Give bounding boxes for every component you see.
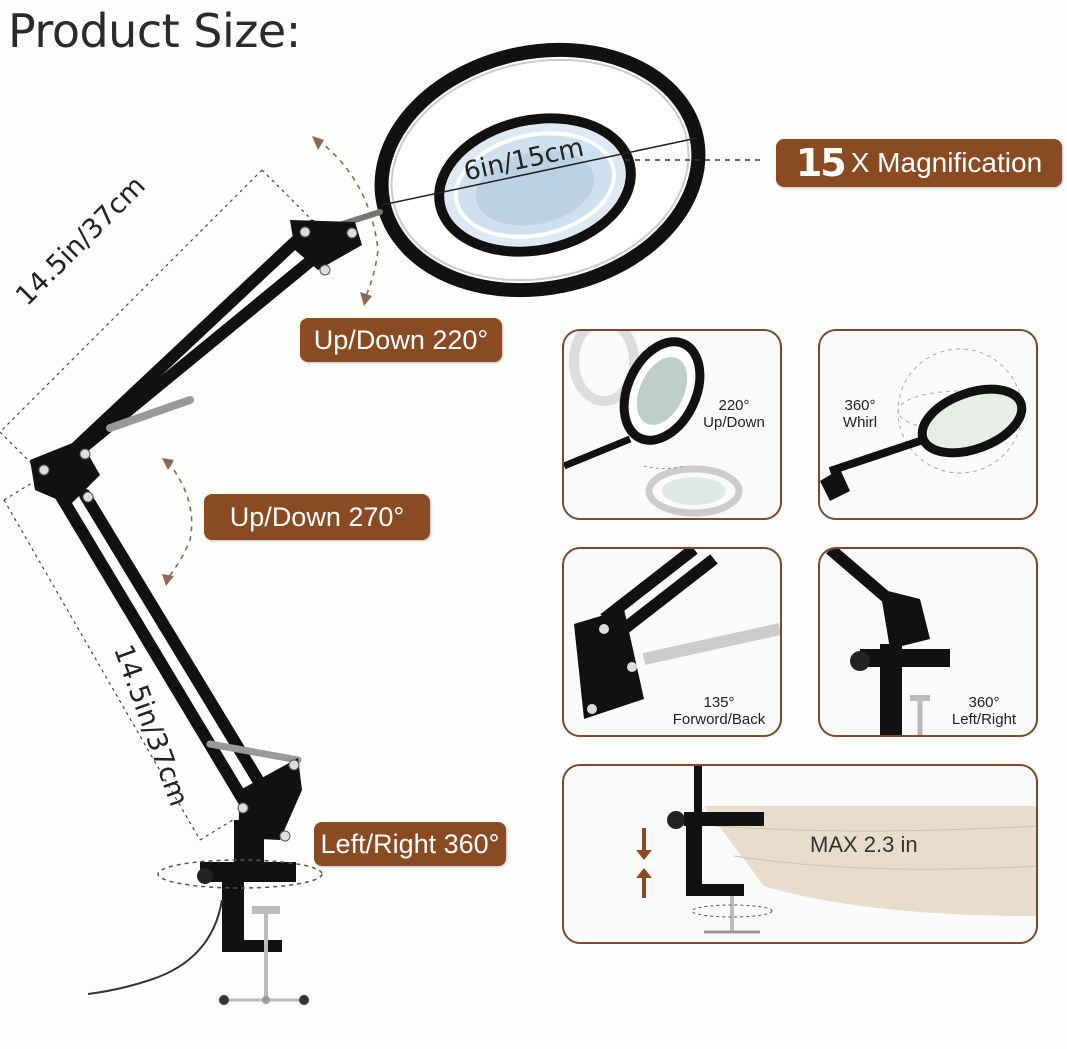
left-right-360-label: Left/Right 360° — [314, 822, 506, 866]
magnification-label: X Magnification — [850, 147, 1043, 178]
card-360-left-right: 360° Left/Right — [818, 547, 1038, 737]
card-3-degree: 135° — [703, 694, 735, 711]
clamp-thickness-illustration — [636, 766, 1036, 934]
lens-tilt-illustration — [564, 331, 743, 517]
card-4-caption: 360° Left/Right — [936, 694, 1032, 728]
card-4-degree: 360° — [968, 694, 1000, 711]
rotation-arrows — [167, 139, 379, 579]
up-down-220-label: Up/Down 220° — [300, 318, 502, 362]
desk-clamp — [87, 820, 323, 1005]
card-4-motion: Left/Right — [951, 711, 1017, 728]
card-135-forward-back: 135° Forword/Back — [562, 547, 782, 737]
lamp-arms — [44, 209, 383, 814]
card-1-caption: 220° Up/Down — [694, 397, 774, 431]
card-2-degree: 360° — [844, 397, 876, 414]
card-360-whirl: 360° Whirl — [818, 329, 1038, 520]
card-2-motion: Whirl — [842, 414, 878, 431]
base-clamp-illustration — [826, 549, 950, 735]
card-1-degree: 220° — [718, 397, 750, 414]
card-max-clamp: MAX 2.3 in — [562, 764, 1038, 944]
card-220-up-down: 220° Up/Down — [562, 329, 782, 520]
arm-joint-illustration — [574, 549, 780, 719]
lens-housing — [374, 42, 706, 298]
card-3-motion: Forword/Back — [672, 711, 766, 728]
up-down-270-label: Up/Down 270° — [204, 494, 430, 540]
page-title: Product Size: — [8, 4, 301, 58]
magnification-value: 15 — [795, 141, 847, 185]
card-2-caption: 360° Whirl — [830, 397, 890, 431]
max-clamp-label: MAX 2.3 in — [810, 832, 918, 857]
magnification-badge: 15 X Magnification — [776, 139, 1062, 187]
card-1-motion: Up/Down — [703, 414, 765, 431]
lamp-illustration — [0, 42, 760, 1005]
lens-whirl-illustration — [820, 348, 1027, 501]
card-3-caption: 135° Forword/Back — [660, 694, 778, 728]
